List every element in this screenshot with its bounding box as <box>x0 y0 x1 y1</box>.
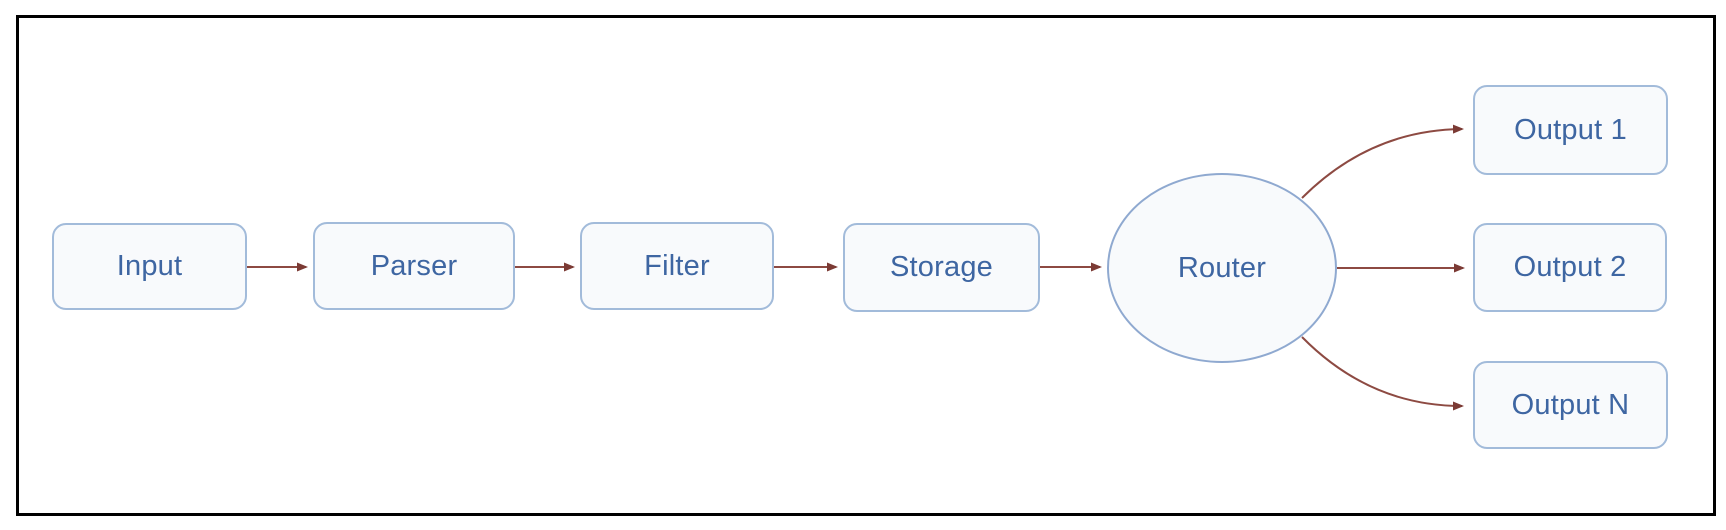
node-input-label: Input <box>116 250 183 282</box>
node-parser-label: Parser <box>370 249 458 282</box>
node-filter-label: Filter <box>644 249 710 282</box>
node-router: Router <box>1107 173 1337 363</box>
node-output-2-label: Output 2 <box>1513 251 1627 283</box>
node-storage-label: Storage <box>890 251 993 283</box>
node-router-label: Router <box>1177 251 1267 284</box>
node-output-1: Output 1 <box>1473 85 1668 175</box>
node-output-2: Output 2 <box>1473 223 1667 312</box>
node-output-n: Output N <box>1473 361 1668 449</box>
node-output-n-label: Output N <box>1511 388 1630 421</box>
node-parser: Parser <box>313 222 515 310</box>
node-output-1-label: Output 1 <box>1514 113 1627 146</box>
node-storage: Storage <box>843 223 1040 312</box>
node-filter: Filter <box>580 222 774 310</box>
node-input: Input <box>52 223 247 310</box>
